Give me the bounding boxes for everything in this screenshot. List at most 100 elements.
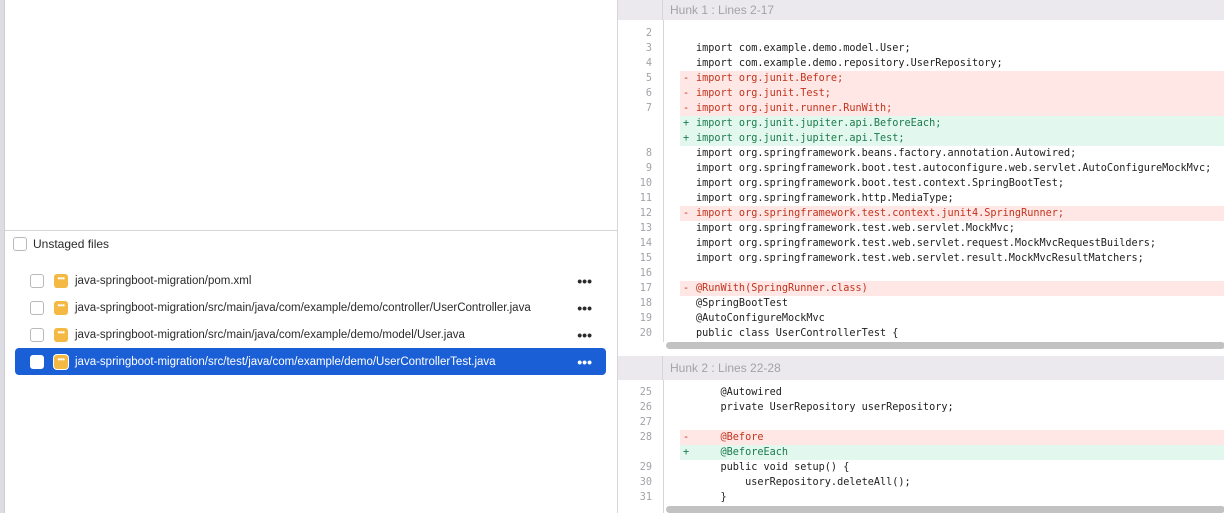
line-number: 6 xyxy=(645,88,652,99)
line-number: 2 xyxy=(645,28,652,39)
diff-line: 16 xyxy=(618,266,1224,281)
line-number: 29 xyxy=(639,462,652,473)
diff-line: 13 import org.springframework.test.web.s… xyxy=(618,221,1224,236)
unstaged-files-label: Unstaged files xyxy=(33,237,110,251)
diff-sign xyxy=(680,238,696,249)
code-content: import org.springframework.beans.factory… xyxy=(680,146,1224,161)
diff-view: Hunk 1 : Lines 2-17 2 3 import com.examp… xyxy=(617,0,1224,513)
file-row[interactable]: ••• java-springboot-migration/src/main/j… xyxy=(15,294,606,321)
file-checkbox[interactable] xyxy=(30,327,44,342)
line-number: 3 xyxy=(645,43,652,54)
file-row-selected[interactable]: ••• java-springboot-migration/src/test/j… xyxy=(15,348,606,375)
file-path: java-springboot-migration/pom.xml xyxy=(75,274,252,287)
code-content: - import org.junit.Before; xyxy=(680,71,1224,86)
unstaged-file-list: ••• java-springboot-migration/pom.xml ••… xyxy=(15,267,606,375)
hunk-2: Hunk 2 : Lines 22-28 25 @Autowired 26 pr… xyxy=(618,356,1224,513)
deleted-line: 17 - @RunWith(SpringRunner.class) xyxy=(618,281,1224,296)
line-number: 28 xyxy=(639,432,652,443)
deleted-line: 28 - @Before xyxy=(618,430,1224,445)
diff-sign xyxy=(680,492,696,503)
diff-sign xyxy=(680,193,696,204)
diff-sign: - xyxy=(683,208,690,219)
hunk-body: 25 @Autowired 26 private UserRepository … xyxy=(618,380,1224,513)
diff-sign xyxy=(680,328,696,339)
code-content: } xyxy=(680,490,1224,505)
code-content: public class UserControllerTest { xyxy=(680,326,1224,341)
code-text: @RunWith(SpringRunner.class) xyxy=(696,283,868,294)
line-number: 13 xyxy=(639,223,652,234)
diff-line: 14 import org.springframework.test.web.s… xyxy=(618,236,1224,251)
diff-sign xyxy=(680,268,696,279)
code-content: + import org.junit.jupiter.api.Test; xyxy=(680,131,1224,146)
line-number: 9 xyxy=(645,163,652,174)
diff-sign xyxy=(680,28,696,39)
file-path: java-springboot-migration/src/test/java/… xyxy=(75,355,496,368)
line-number: 16 xyxy=(639,268,652,279)
section-divider xyxy=(5,230,617,231)
code-text: import org.springframework.test.web.serv… xyxy=(696,253,1144,264)
diff-line: 4 import com.example.demo.repository.Use… xyxy=(618,56,1224,71)
file-row[interactable]: ••• java-springboot-migration/src/main/j… xyxy=(15,321,606,348)
code-content: + @BeforeEach xyxy=(680,445,1224,460)
code-content: @Autowired xyxy=(680,385,1224,400)
diff-line: 18 @SpringBootTest xyxy=(618,296,1224,311)
code-text: userRepository.deleteAll(); xyxy=(696,477,911,488)
line-number: 30 xyxy=(639,477,652,488)
diff-sign xyxy=(680,223,696,234)
hunk-header: Hunk 1 : Lines 2-17 xyxy=(618,0,1224,20)
code-text: import org.springframework.beans.factory… xyxy=(696,148,1077,159)
more-options-icon[interactable]: ••• xyxy=(577,272,592,289)
code-content: userRepository.deleteAll(); xyxy=(680,475,1224,490)
more-options-icon[interactable]: ••• xyxy=(577,299,592,316)
diff-sign: + xyxy=(683,133,690,144)
diff-sign xyxy=(680,402,696,413)
line-number: 10 xyxy=(639,178,652,189)
diff-line: 30 userRepository.deleteAll(); xyxy=(618,475,1224,490)
code-content xyxy=(680,415,1224,430)
diff-line: 8 import org.springframework.beans.facto… xyxy=(618,146,1224,161)
code-content: @AutoConfigureMockMvc xyxy=(680,311,1224,326)
file-path: java-springboot-migration/src/main/java/… xyxy=(75,301,531,314)
more-options-icon[interactable]: ••• xyxy=(577,353,592,370)
code-text: private UserRepository userRepository; xyxy=(696,402,954,413)
diff-line: 26 private UserRepository userRepository… xyxy=(618,400,1224,415)
code-content: import org.springframework.http.MediaTyp… xyxy=(680,191,1224,206)
deleted-line: 7 - import org.junit.runner.RunWith; xyxy=(618,101,1224,116)
line-number: 5 xyxy=(645,73,652,84)
code-text: import org.junit.jupiter.api.Test; xyxy=(696,133,905,144)
hunk-title: Hunk 1 : Lines 2-17 xyxy=(670,3,775,17)
code-text: import org.junit.Before; xyxy=(696,73,844,84)
diff-sign xyxy=(680,58,696,69)
file-checkbox[interactable] xyxy=(30,354,44,369)
modified-status-icon: ••• xyxy=(54,354,68,369)
diff-line: 2 xyxy=(618,26,1224,41)
code-text: import org.springframework.boot.test.con… xyxy=(696,178,1065,189)
horizontal-scrollbar[interactable] xyxy=(666,342,1224,349)
horizontal-scrollbar[interactable] xyxy=(666,506,1224,513)
hunk-title: Hunk 2 : Lines 22-28 xyxy=(670,361,781,375)
more-options-icon[interactable]: ••• xyxy=(577,326,592,343)
diff-sign xyxy=(680,163,696,174)
file-checkbox[interactable] xyxy=(30,273,44,288)
diff-sign: + xyxy=(683,118,690,129)
diff-line: 11 import org.springframework.http.Media… xyxy=(618,191,1224,206)
file-checkbox[interactable] xyxy=(30,300,44,315)
line-number: 18 xyxy=(639,298,652,309)
line-number: 14 xyxy=(639,238,652,249)
modified-status-icon: ••• xyxy=(54,327,68,342)
unstaged-files-checkbox[interactable] xyxy=(13,237,27,251)
diff-sign: - xyxy=(683,103,690,114)
diff-sign xyxy=(680,178,696,189)
diff-line: 9 import org.springframework.boot.test.a… xyxy=(618,161,1224,176)
code-content: - @RunWith(SpringRunner.class) xyxy=(680,281,1224,296)
code-content: @SpringBootTest xyxy=(680,296,1224,311)
code-text: import org.junit.jupiter.api.BeforeEach; xyxy=(696,118,942,129)
file-row[interactable]: ••• java-springboot-migration/pom.xml ••… xyxy=(15,267,606,294)
code-content: - import org.springframework.test.contex… xyxy=(680,206,1224,221)
code-text: import com.example.demo.repository.UserR… xyxy=(696,58,1003,69)
deleted-line: 6 - import org.junit.Test; xyxy=(618,86,1224,101)
code-text: public void setup() { xyxy=(696,462,850,473)
diff-line: 20 public class UserControllerTest { xyxy=(618,326,1224,341)
code-content: import com.example.demo.model.User; xyxy=(680,41,1224,56)
diff-line: 27 xyxy=(618,415,1224,430)
